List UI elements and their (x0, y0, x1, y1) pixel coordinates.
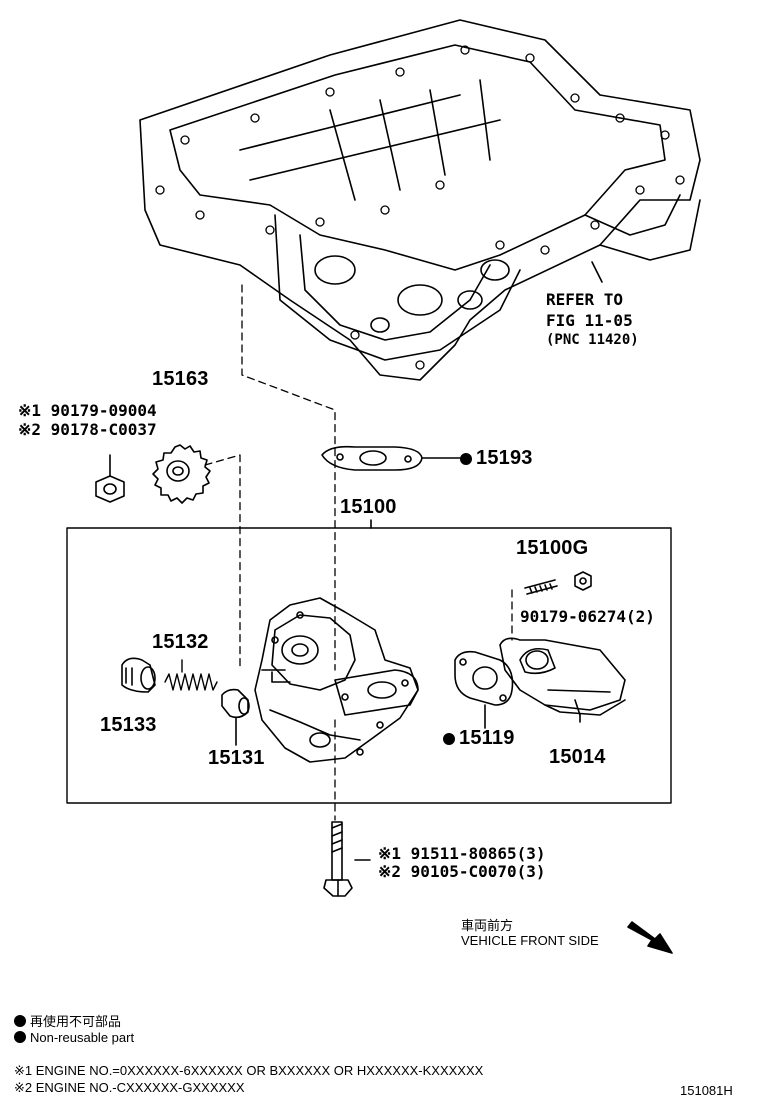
refer-line-1: REFER TO (546, 290, 624, 309)
alignment-lines (204, 284, 513, 821)
nut-part-number-2: ※2 90178-C0037 (18, 420, 157, 439)
label-15119-text: 15119 (459, 727, 515, 749)
refer-line-2: FIG 11-05 (546, 311, 633, 330)
bolt-part-number-2: ※2 90105-C0070(3) (378, 862, 546, 881)
label-15193: 15193 (460, 447, 533, 470)
valve-15131 (221, 688, 250, 746)
direction-label-jp: 車両前方 (461, 918, 514, 933)
engine-note-2: ※2 ENGINE NO.-CXXXXXX-GXXXXXX (14, 1080, 245, 1095)
refer-leader (591, 261, 603, 283)
nut-part-number-1: ※1 90179-09004 (18, 401, 157, 420)
label-15119: 15119 (443, 727, 515, 750)
plug-15133 (121, 657, 156, 693)
label-15131: 15131 (208, 747, 265, 769)
engine-note-1: ※1 ENGINE NO.=0XXXXXX-6XXXXXX OR BXXXXXX… (14, 1063, 484, 1078)
legend-dot-icon (14, 1015, 26, 1027)
sprocket-nut (95, 454, 125, 503)
assembly-box-15100 (66, 527, 672, 804)
label-15100: 15100 (340, 496, 397, 518)
stud-nut (574, 571, 592, 591)
legend-jp: 再使用不可部品 (14, 1011, 121, 1030)
pump-bolt (323, 821, 371, 897)
label-15193-text: 15193 (476, 447, 533, 469)
stud-15100G (524, 579, 558, 595)
oil-pump-body (254, 597, 419, 763)
refer-line-3: (PNC 11420) (546, 332, 639, 348)
oil-pan-housing (139, 19, 701, 381)
direction-label-en: VEHICLE FRONT SIDE (461, 933, 599, 948)
label-15014: 15014 (549, 746, 606, 768)
gasket-15193 (321, 445, 461, 471)
front-direction-arrow (627, 921, 673, 954)
legend-dot-icon (14, 1031, 26, 1043)
legend-en: Non-reusable part (14, 1030, 134, 1045)
label-15133: 15133 (100, 714, 157, 736)
gasket-15119 (454, 650, 514, 729)
label-15100G: 15100G (516, 537, 589, 559)
stud-nut-part-number: 90179-06274(2) (520, 607, 655, 626)
legend-jp-text: 再使用不可部品 (30, 1014, 122, 1029)
figure-id: 151081H (680, 1083, 733, 1098)
label-15132: 15132 (152, 631, 209, 653)
sprocket-15163 (152, 444, 211, 504)
spring-15132 (164, 659, 218, 691)
legend-en-text: Non-reusable part (30, 1030, 135, 1045)
non-reusable-dot-icon (460, 453, 472, 465)
non-reusable-dot-icon (443, 733, 455, 745)
strainer-15014 (499, 637, 626, 723)
label-15163: 15163 (152, 368, 209, 390)
bolt-part-number-1: ※1 91511-80865(3) (378, 844, 546, 863)
